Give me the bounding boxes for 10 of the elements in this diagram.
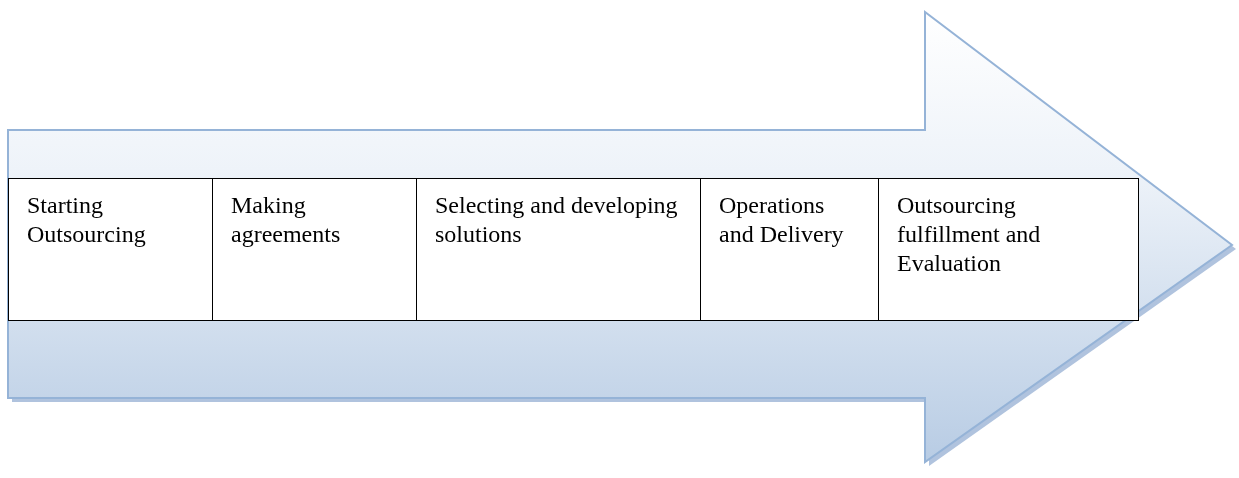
stage-label: Starting Outsourcing [27, 191, 147, 249]
stage-cell [878, 178, 1139, 321]
stage-label: Outsourcing fulfillment and Evaluation [897, 191, 1042, 278]
stage-cell [416, 178, 701, 321]
stage-cell [8, 178, 213, 321]
stage-label: Selecting and developing solutions [435, 191, 679, 249]
stage-label: Making agreements [231, 191, 342, 249]
stage-cell [700, 178, 879, 321]
stage-cell [212, 178, 417, 321]
stage-label: Operations and Delivery [719, 191, 845, 249]
